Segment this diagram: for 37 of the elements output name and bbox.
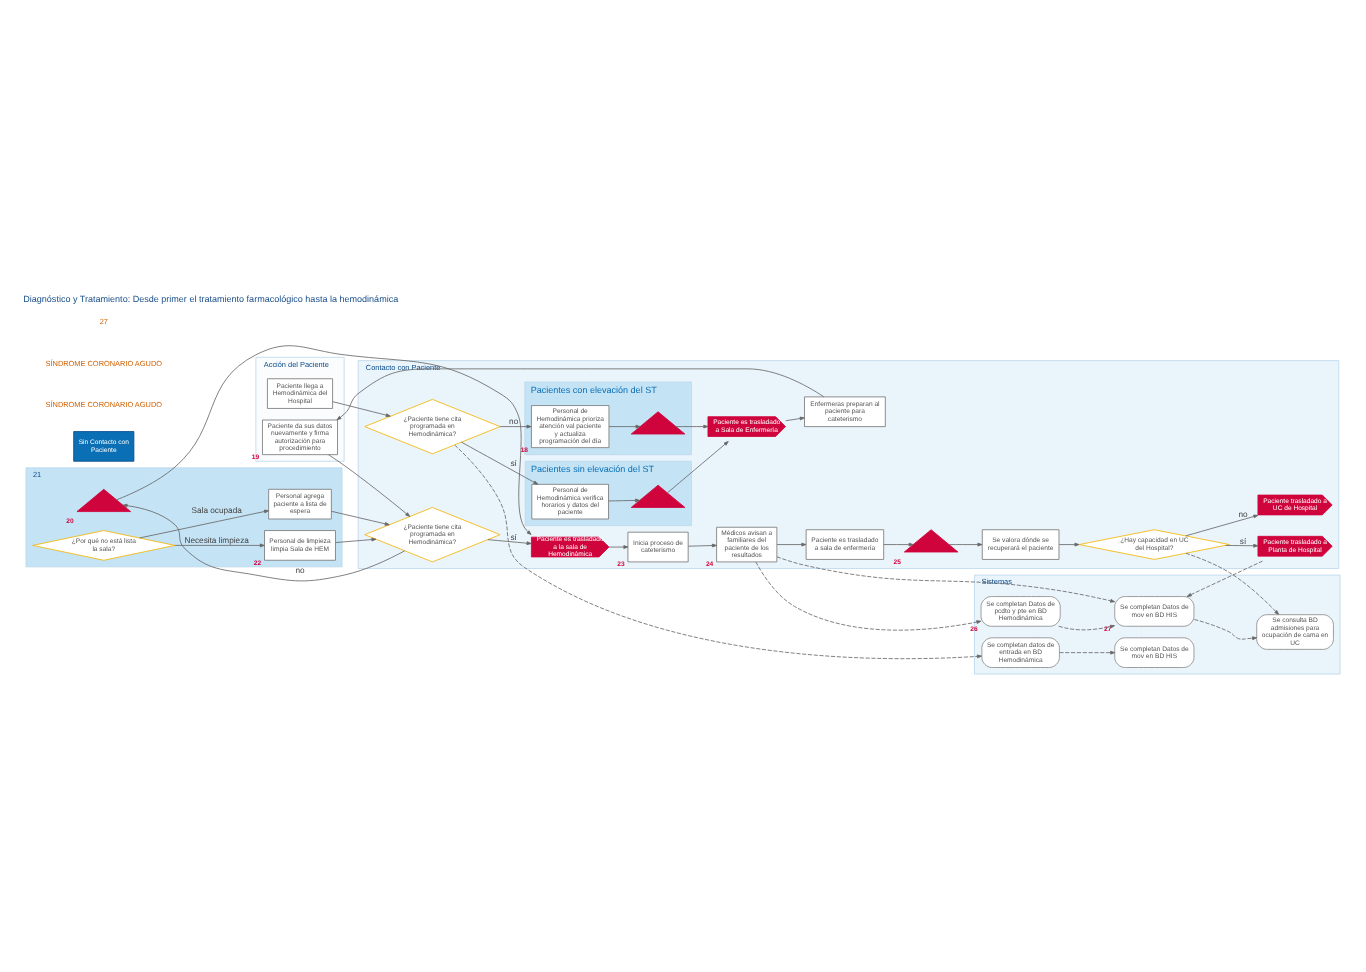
- node-triangle: [630, 484, 686, 508]
- arrow: [675, 424, 709, 429]
- arrow: [1193, 619, 1258, 641]
- arrow: [328, 454, 411, 517]
- arrow: [116, 345, 532, 535]
- arrow: [608, 545, 629, 549]
- arrow: [174, 543, 265, 548]
- arrow: [332, 401, 391, 417]
- arrow: [755, 561, 982, 631]
- node-triangle: [903, 529, 959, 553]
- arrow: [1058, 624, 1116, 631]
- arrow: [1225, 543, 1259, 548]
- arrow: [335, 537, 377, 543]
- arrow: [608, 498, 641, 503]
- arrow: [331, 510, 390, 526]
- arrow: [608, 424, 641, 429]
- arrow: [487, 539, 532, 546]
- arrow: [1058, 542, 1080, 547]
- arrow: [1185, 514, 1259, 537]
- arrow: [454, 444, 982, 659]
- arrow: [1186, 560, 1263, 597]
- arrow: [461, 441, 539, 485]
- cluster: [25, 467, 343, 568]
- arrow: [776, 556, 1116, 603]
- arrow: [499, 424, 532, 429]
- arrow: [667, 441, 729, 494]
- arrow: [785, 416, 805, 422]
- arrow: [139, 509, 270, 539]
- node-triangle: [630, 411, 686, 435]
- arrow: [948, 542, 983, 547]
- arrow: [776, 542, 807, 547]
- arrow: [122, 503, 406, 582]
- arrow: [687, 543, 717, 548]
- arrow: [883, 542, 914, 547]
- arrow: [336, 368, 825, 421]
- arrow: [1059, 650, 1116, 655]
- arrow: [1185, 552, 1280, 615]
